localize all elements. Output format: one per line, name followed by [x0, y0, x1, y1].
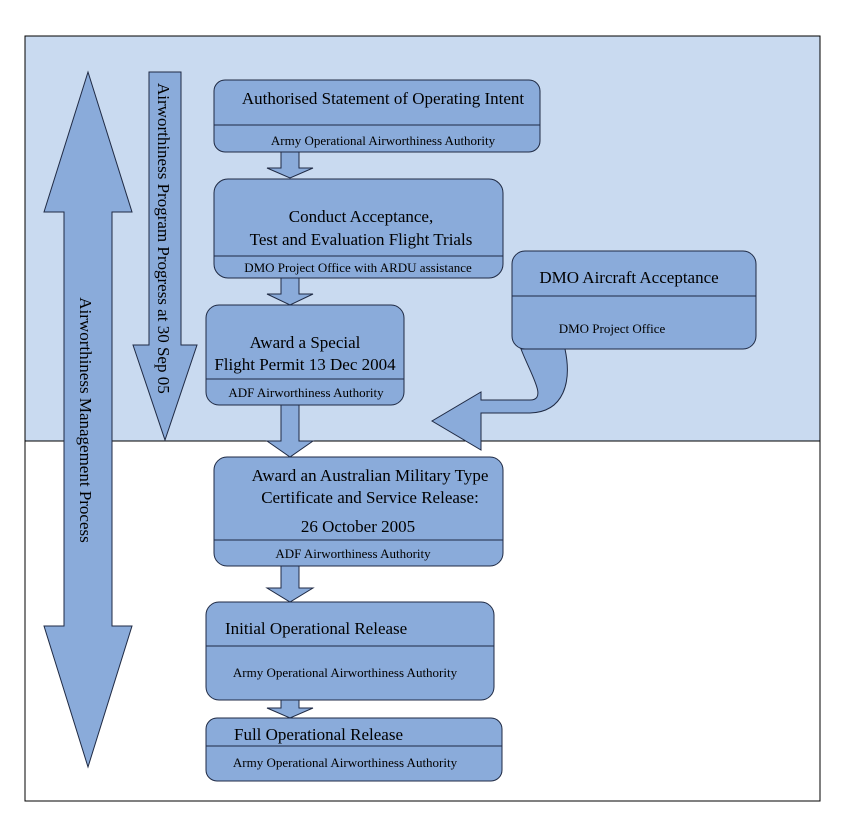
type-certificate-authority: ADF Airworthiness Authority	[275, 546, 431, 561]
connector-arrow	[265, 404, 315, 458]
dmo-acceptance-authority: DMO Project Office	[559, 321, 666, 336]
program-progress-arrow	[132, 71, 198, 442]
program-progress-label: Airworthiness Program Progress at 30 Sep…	[154, 83, 173, 394]
type-certificate-box: Award an Australian Military Type Certif…	[213, 456, 504, 567]
type-certificate-title-line1: Award an Australian Military Type	[252, 466, 489, 485]
connector-arrow	[266, 277, 314, 306]
type-certificate-title-line2: Certificate and Service Release:	[261, 488, 479, 507]
dmo-acceptance-curved-arrow	[431, 348, 568, 451]
special-permit-box: Award a Special Flight Permit 13 Dec 200…	[205, 304, 405, 406]
asoi-authority: Army Operational Airworthiness Authority	[271, 133, 496, 148]
flight-trials-box: Conduct Acceptance, Test and Evaluation …	[213, 178, 504, 279]
dmo-acceptance-box: DMO Aircraft Acceptance DMO Project Offi…	[511, 250, 757, 350]
management-process-arrow	[43, 70, 133, 769]
full-release-title: Full Operational Release	[234, 725, 403, 744]
special-permit-title-line1: Award a Special	[250, 333, 361, 352]
management-process-label: Airworthiness Management Process	[76, 297, 95, 543]
flight-trials-title-line2: Test and Evaluation Flight Trials	[250, 230, 473, 249]
connector-arrow	[265, 565, 315, 603]
full-release-box: Full Operational Release Army Operationa…	[205, 717, 503, 782]
diagram-frame	[24, 35, 821, 802]
dmo-acceptance-title: DMO Aircraft Acceptance	[539, 268, 718, 287]
initial-release-authority: Army Operational Airworthiness Authority	[233, 665, 458, 680]
asoi-box: Authorised Statement of Operating Intent…	[213, 79, 541, 153]
flight-trials-title-line1: Conduct Acceptance,	[289, 207, 433, 226]
special-permit-authority: ADF Airworthiness Authority	[228, 385, 384, 400]
type-certificate-date: 26 October 2005	[301, 517, 415, 536]
asoi-title: Authorised Statement of Operating Intent	[242, 89, 525, 108]
connector-arrow	[266, 151, 314, 179]
initial-release-title: Initial Operational Release	[225, 619, 407, 638]
initial-release-box: Initial Operational Release Army Operati…	[205, 601, 495, 701]
connector-arrow	[266, 699, 314, 719]
full-release-authority: Army Operational Airworthiness Authority	[233, 755, 458, 770]
special-permit-title-line2: Flight Permit 13 Dec 2004	[214, 355, 396, 374]
flight-trials-authority: DMO Project Office with ARDU assistance	[244, 260, 472, 275]
